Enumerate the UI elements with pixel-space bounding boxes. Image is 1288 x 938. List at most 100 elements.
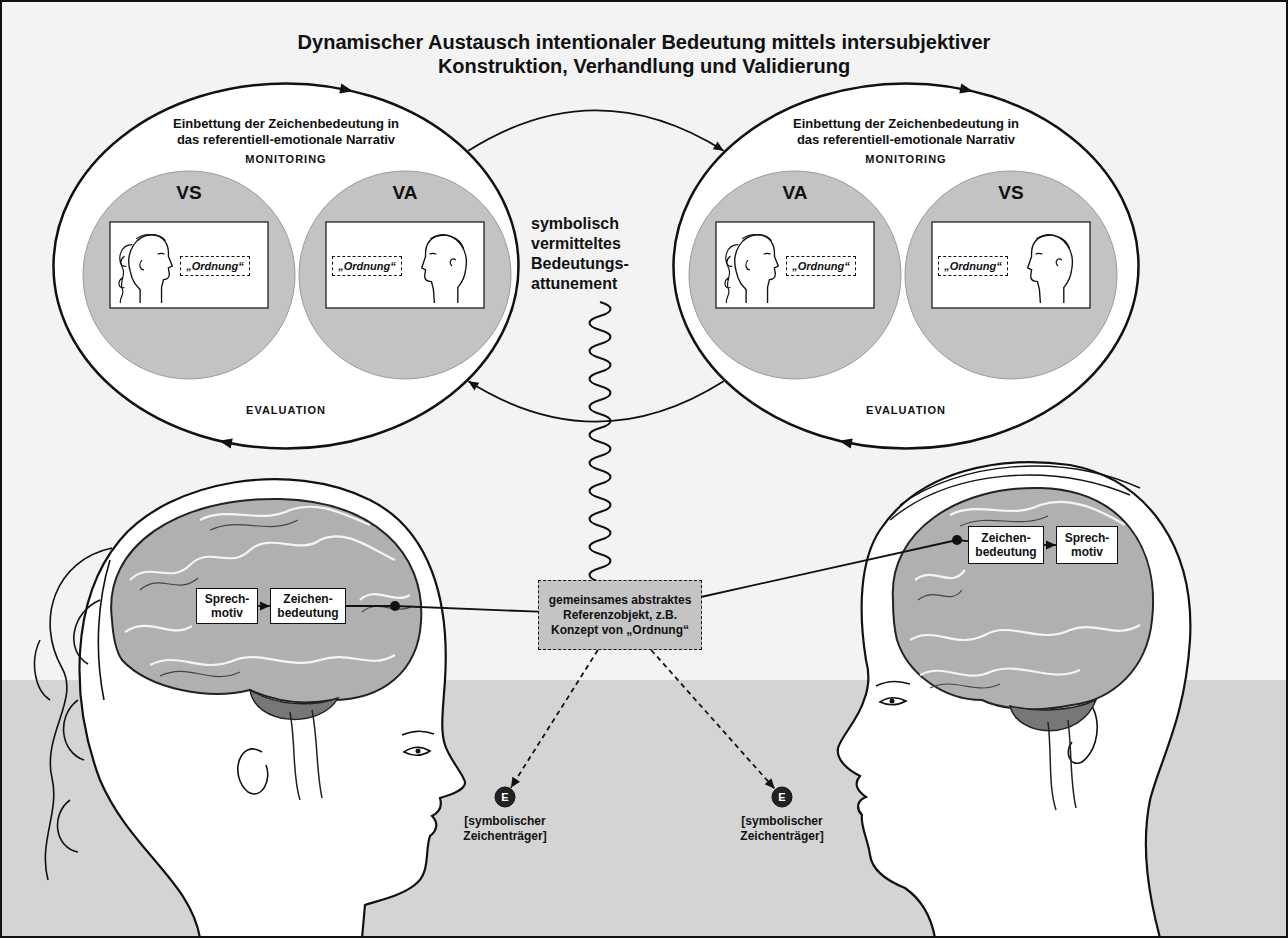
arrowhead: [1046, 541, 1056, 550]
picture-frame: [110, 222, 268, 308]
man-head: [838, 462, 1191, 938]
process-box: Zeichen- bedeutung: [968, 526, 1044, 564]
title-slot: Dynamischer Austausch intentionaler Bede…: [284, 30, 1004, 78]
junction-dot: [390, 601, 400, 611]
girl-ear: [238, 749, 268, 794]
sign-carrier-shape: [495, 787, 515, 807]
narrative-ellipse-shape: [674, 84, 1139, 449]
person-ellipse: VS „Ordnung“: [904, 170, 1118, 380]
label-slot: EVALUATION: [236, 404, 336, 417]
node-text: Sprech- motiv: [197, 592, 257, 620]
picture-frame: [326, 222, 484, 308]
sign-carrier-label: [symbolischer Zeichenträger]: [445, 814, 565, 844]
wavy-line: [590, 302, 611, 582]
sign-carrier-shape: [772, 787, 792, 807]
node-text: Zeichen- bedeutung: [969, 531, 1043, 559]
man-brain-gyri: [910, 502, 1140, 676]
narrative-ellipse: Einbettung der Zeichenbedeutung in das r…: [52, 82, 520, 450]
cycle-label: EVALUATION: [236, 404, 336, 417]
connector: [468, 381, 723, 421]
connector: [651, 650, 775, 789]
concept-box: „Ordnung“: [938, 256, 1008, 276]
cycle-arrowhead: [959, 84, 973, 94]
junction-dot: [952, 535, 962, 545]
connector: [511, 650, 598, 788]
connector-line: [651, 650, 775, 789]
connector-line: [468, 110, 723, 150]
man-eye: [876, 681, 910, 704]
person-head-icon: [725, 235, 778, 304]
picture-frame: [932, 222, 1090, 308]
node-text: VA: [298, 182, 512, 204]
person-head-icon: [1028, 235, 1073, 303]
ellipse-heading: Einbettung der Zeichenbedeutung in das r…: [786, 116, 1026, 148]
ellipse-heading: Einbettung der Zeichenbedeutung in das r…: [166, 116, 406, 148]
cycle-label: EVALUATION: [856, 404, 956, 417]
concept-box: „Ordnung“: [332, 256, 402, 276]
girl-brain: [111, 499, 421, 702]
narrative-ellipse-shape: [54, 84, 519, 449]
process-box: Sprech- motiv: [1056, 526, 1118, 564]
node-text: Sprech- motiv: [1057, 531, 1117, 559]
girl-pupil: [416, 749, 421, 754]
sign-carrier-circle: E[symbolischer Zeichenträger]: [494, 786, 516, 808]
label-slot: MONITORING: [236, 153, 336, 166]
label-slot: MONITORING: [856, 153, 956, 166]
person-ellipse-shape: [689, 171, 901, 379]
girl-brain-sulci: [140, 520, 412, 677]
node-text: „Ordnung“: [181, 259, 249, 273]
girl-cerebellum: [250, 690, 338, 719]
girl-brain-gyri: [125, 507, 410, 665]
arrowhead: [511, 777, 520, 788]
girl-head: [80, 479, 466, 938]
sign-carrier-label-slot: [symbolischer Zeichenträger]: [445, 814, 565, 844]
cycle-label: MONITORING: [236, 153, 336, 166]
node-text: Zeichen- bedeutung: [271, 592, 345, 620]
cycle-arrowhead: [839, 439, 853, 449]
ponytail: [35, 548, 112, 880]
concept-box: „Ordnung“: [180, 256, 250, 276]
connector-line: [468, 381, 723, 421]
node-text: VS: [82, 182, 296, 204]
person-ellipse: VS „Ordnung“: [82, 170, 296, 380]
node-text: VS: [904, 182, 1118, 204]
node-text: „Ordnung“: [787, 259, 855, 273]
connector-line: [346, 606, 538, 612]
node-text: E: [501, 791, 508, 803]
sign-carrier-circle: E[symbolischer Zeichenträger]: [771, 786, 793, 808]
cycle-arrowhead: [219, 439, 233, 449]
person-ellipse-shape: [905, 171, 1117, 379]
girl-brainstem: [290, 710, 322, 800]
arrowhead: [468, 381, 479, 390]
connector: [702, 535, 968, 597]
concept-box: „Ordnung“: [786, 256, 856, 276]
sign-carrier-label-slot: [symbolischer Zeichenträger]: [722, 814, 842, 844]
diagram-title: Dynamischer Austausch intentionaler Bede…: [284, 30, 1004, 78]
arrowhead: [765, 778, 775, 788]
node-text: E: [778, 791, 785, 803]
man-brain: [893, 488, 1153, 709]
connector: [258, 602, 270, 611]
girl-eye: [402, 731, 434, 755]
process-box: Sprech- motiv: [196, 588, 258, 624]
arrowhead: [260, 602, 270, 611]
arrowhead: [713, 142, 724, 151]
person-ellipse: VA „Ordnung“: [298, 170, 512, 380]
man-cerebellum: [1010, 700, 1096, 731]
label-slot: symbolisch vermitteltes Bedeutungs- attu…: [531, 214, 663, 294]
cycle-label: MONITORING: [856, 153, 956, 166]
person-head-icon: [422, 235, 467, 303]
node-text: gemeinsames abstraktes Referenzobjekt, z…: [539, 593, 701, 638]
man-pupil: [890, 699, 895, 704]
node-text: VA: [688, 182, 902, 204]
node-text: „Ordnung“: [333, 259, 401, 273]
narrative-ellipse: Einbettung der Zeichenbedeutung in das r…: [672, 82, 1140, 450]
connector: [346, 601, 538, 612]
reference-box: gemeinsames abstraktes Referenzobjekt, z…: [538, 580, 702, 650]
center-label: symbolisch vermitteltes Bedeutungs- attu…: [531, 214, 663, 294]
person-ellipse: VA „Ordnung“: [688, 170, 902, 380]
process-box: Zeichen- bedeutung: [270, 588, 346, 624]
connector: [468, 110, 723, 150]
